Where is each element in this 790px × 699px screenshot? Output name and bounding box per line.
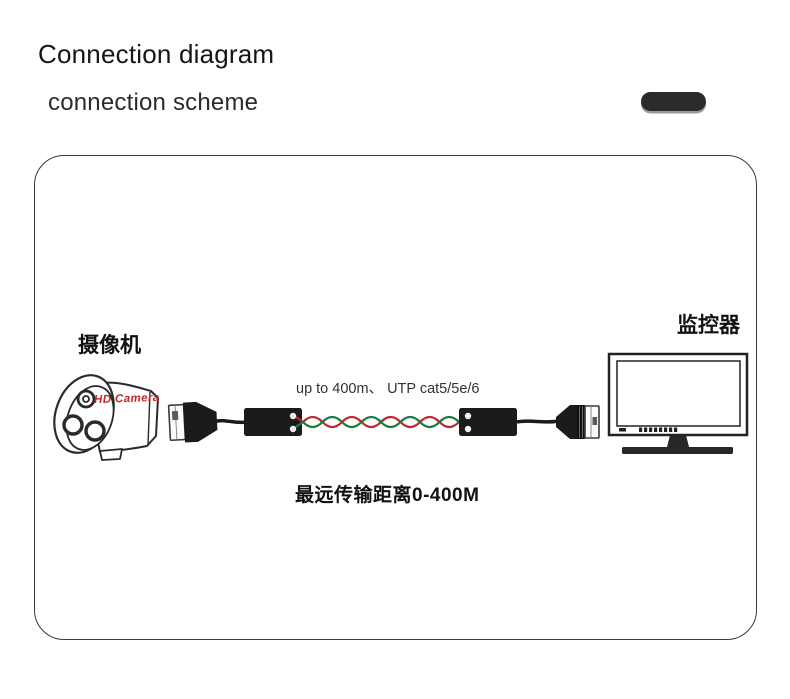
monitor-label: 监控器 bbox=[677, 314, 740, 337]
video-balun-right-icon bbox=[459, 408, 517, 436]
page-title: Connection diagram bbox=[38, 39, 275, 69]
balun-terminal bbox=[289, 425, 297, 433]
monitor-stand-neck bbox=[667, 435, 689, 447]
camera-ir-led-icon bbox=[62, 414, 84, 436]
monitor-buttons bbox=[639, 427, 678, 432]
camera-ir-led-icon bbox=[84, 420, 106, 442]
twisted-pair-cable-icon bbox=[292, 414, 469, 430]
monitor-stand-base bbox=[622, 447, 733, 454]
camera-label: 摄像机 bbox=[78, 334, 141, 357]
bnc-connector-right-icon bbox=[556, 405, 600, 439]
monitor-icon bbox=[607, 352, 749, 454]
monitor-power-led bbox=[619, 428, 626, 432]
balun-terminal bbox=[289, 412, 297, 420]
monitor-screen bbox=[616, 360, 741, 427]
coax-cable-right bbox=[516, 419, 559, 424]
cable-distance-note: up to 400m、 UTP cat5/5e/6 bbox=[296, 381, 480, 397]
coax-cable-left bbox=[212, 418, 248, 425]
bullet-camera-icon bbox=[53, 374, 159, 461]
page-subtitle: connection scheme bbox=[48, 89, 259, 116]
camera-brand-text: HD Camera bbox=[93, 391, 160, 407]
divider-pill bbox=[641, 92, 706, 111]
bnc-connector-left-icon bbox=[167, 401, 218, 443]
video-balun-left-icon bbox=[244, 408, 302, 436]
max-distance-note: 最远传输距离0-400M bbox=[295, 485, 480, 506]
